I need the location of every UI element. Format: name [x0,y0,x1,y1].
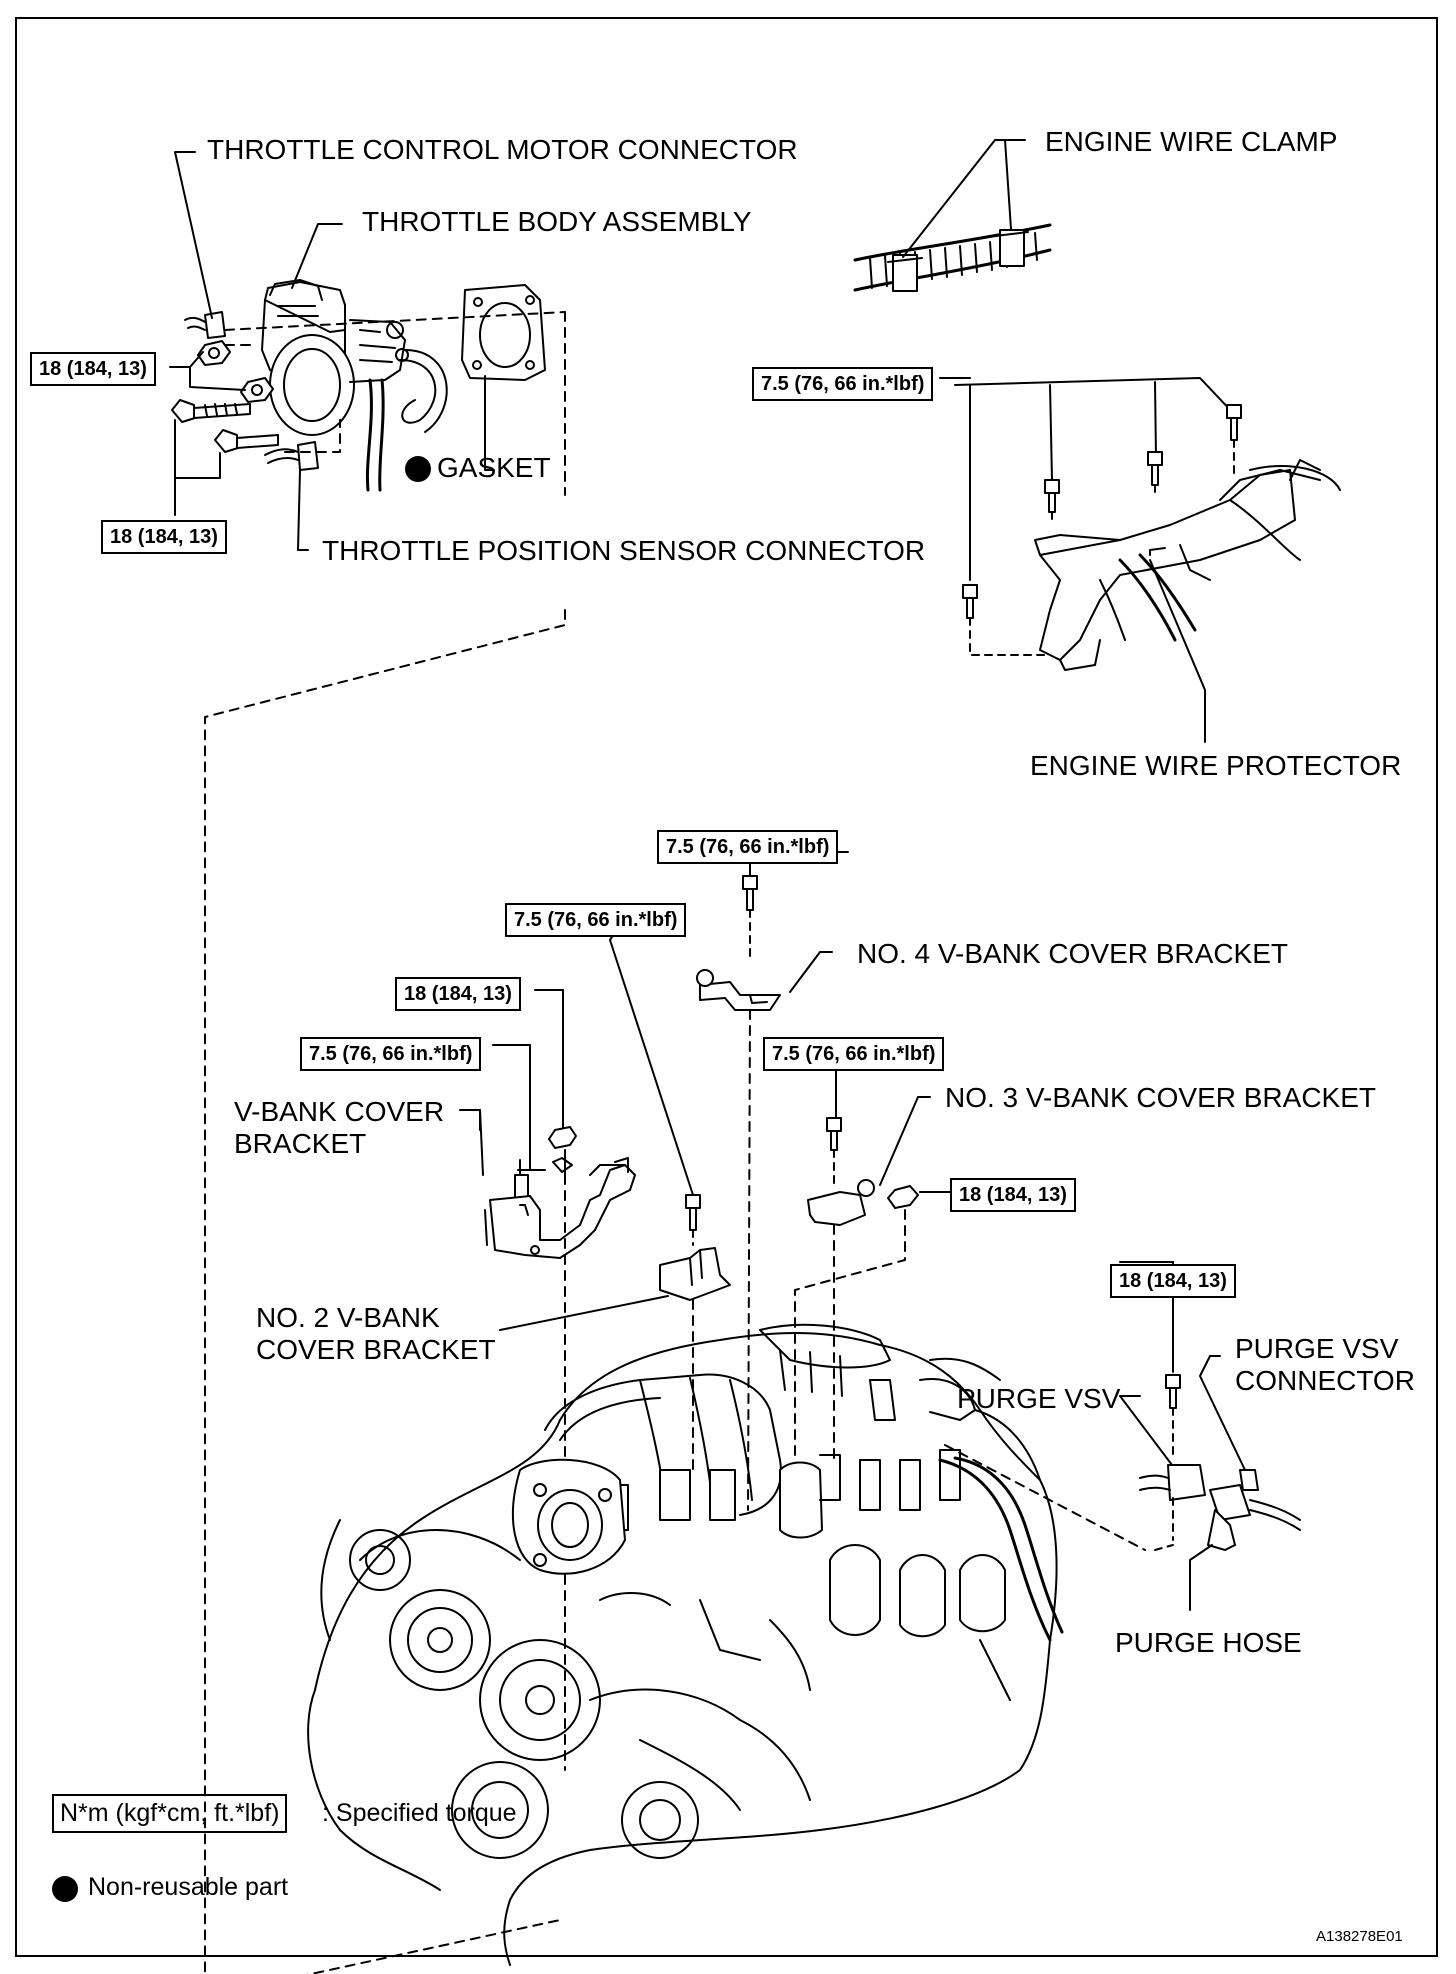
throttle-control-motor-connector-label: THROTTLE CONTROL MOTOR CONNECTOR [207,134,798,165]
throttle-body-group [171,279,566,496]
v-bank-cover-bracket-label-line2: BRACKET [234,1128,367,1159]
page-frame [15,17,1438,1957]
throttle-position-sensor-connector-label: THROTTLE POSITION SENSOR CONNECTOR [322,535,926,566]
engine-wire-clamp-label: ENGINE WIRE CLAMP [1045,126,1338,157]
engine-wire-protector-group [954,377,1341,743]
purge-vsv-label: PURGE VSV [957,1383,1121,1414]
torque-spec-box: 7.5 (76, 66 in.*lbf) [752,367,934,401]
throttle-body-assembly-label: THROTTLE BODY ASSEMBLY [362,206,752,237]
no4-v-bank-cover-bracket-label: NO. 4 V-BANK COVER BRACKET [857,938,1288,969]
torque-spec-box: 18 (184, 13) [950,1178,1076,1212]
torque-unit-legend-box: N*m (kgf*cm, ft.*lbf) [52,1794,288,1833]
torque-spec-box: 7.5 (76, 66 in.*lbf) [505,903,687,937]
torque-spec-box: 7.5 (76, 66 in.*lbf) [657,830,839,864]
v-bank-brackets-group [459,875,951,1771]
no2-v-bank-cover-bracket-label-line2: COVER BRACKET [256,1334,496,1365]
engine-wire-clamp-group [853,139,1052,292]
torque-unit-legend-text: : Specified torque [322,1799,517,1827]
torque-spec-box: 18 (184, 13) [395,977,521,1011]
v-bank-cover-bracket-label-line1: V-BANK COVER [234,1096,445,1127]
no3-v-bank-cover-bracket-label: NO. 3 V-BANK COVER BRACKET [945,1082,1376,1113]
torque-spec-box: 7.5 (76, 66 in.*lbf) [300,1037,482,1071]
throttle-leader-lines [169,151,495,551]
figure-code: A138278E01 [1316,1928,1403,1945]
torque-spec-box: 7.5 (76, 66 in.*lbf) [763,1037,945,1071]
non-reusable-legend-marker [52,1876,78,1902]
torque-spec-box: 18 (184, 13) [101,520,227,554]
purge-vsv-group [1119,1261,1301,1611]
non-reusable-marker [405,456,431,482]
purge-vsv-connector-label-line1: PURGE VSV [1235,1333,1399,1364]
dashed-routing-line [204,609,566,1974]
gasket-label: GASKET [437,452,551,483]
engine-block-drawing [307,1323,1146,1966]
purge-vsv-connector-label-line2: CONNECTOR [1235,1365,1415,1396]
torque-spec-box: 18 (184, 13) [1110,1264,1236,1298]
torque-spec-box: 18 (184, 13) [30,352,156,386]
engine-wire-protector-label: ENGINE WIRE PROTECTOR [1030,750,1402,781]
non-reusable-legend-text: Non-reusable part [88,1873,289,1901]
no2-v-bank-cover-bracket-label-line1: NO. 2 V-BANK [256,1302,440,1333]
purge-hose-label: PURGE HOSE [1115,1627,1302,1658]
